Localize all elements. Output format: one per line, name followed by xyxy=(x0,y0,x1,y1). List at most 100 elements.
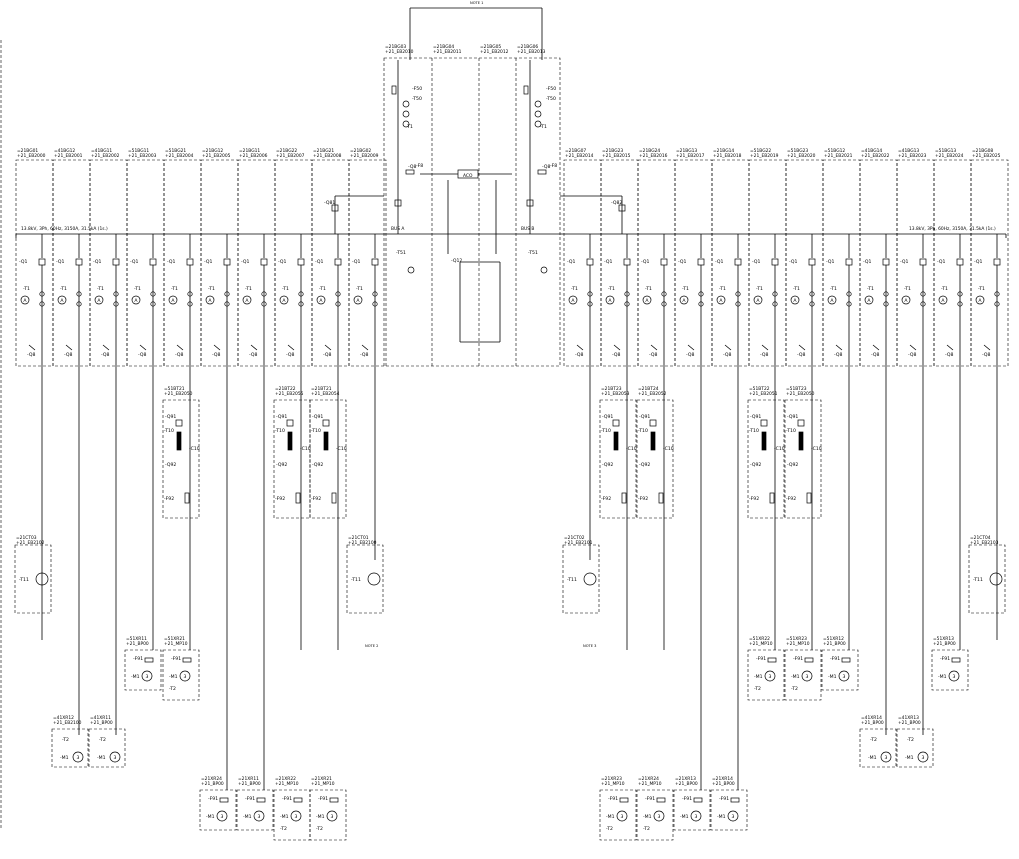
ammeter: A xyxy=(830,298,834,304)
device-q92: -Q92 xyxy=(276,462,287,468)
device-q8: -Q8 xyxy=(323,352,331,358)
transformer-location: +21_EB2102 xyxy=(16,540,45,546)
device-t1: -T1 xyxy=(756,286,763,292)
feeder-tag: =21BG23 xyxy=(602,148,623,154)
breaker-q1-symbol xyxy=(845,258,853,266)
ammeter: A xyxy=(682,298,686,304)
device-t2: -T2 xyxy=(62,737,69,743)
breaker-q1-symbol xyxy=(334,258,342,266)
feeder-location: +21_EB2023 xyxy=(898,153,927,159)
motor-tag: =51XR11 xyxy=(126,636,147,642)
feeder-location: +21_EB2020 xyxy=(787,153,816,159)
ammeter: A xyxy=(356,298,360,304)
motor-tag: =21XR14 xyxy=(712,776,733,782)
device-q1: -Q1 xyxy=(241,259,249,265)
motor-symbol: 3 xyxy=(77,755,80,761)
incomer-tag: =21BG05 xyxy=(480,44,501,50)
device-f91: -F91 xyxy=(208,796,218,802)
breaker-q1-symbol xyxy=(660,258,668,266)
device-t10: -T10 xyxy=(164,428,174,434)
device-t1: -T1 xyxy=(682,286,689,292)
device-t1: -T1 xyxy=(23,286,30,292)
device-q1: -Q1 xyxy=(130,259,138,265)
feeder-tag: =21BG24 xyxy=(639,148,660,154)
device-t1: -T1 xyxy=(319,286,326,292)
device-q1: -Q1 xyxy=(715,259,723,265)
motor-location: +21_BP00 xyxy=(126,641,149,647)
device-q8: -Q8 xyxy=(686,352,694,358)
motor-symbol: 3 xyxy=(258,814,261,820)
transformer-tag: =21CT04 xyxy=(970,535,991,541)
device-q1: -Q1 xyxy=(352,259,360,265)
starter-location: +21_EB2055 xyxy=(275,391,304,397)
bus-b-label: BUS B xyxy=(521,226,534,232)
ammeter: A xyxy=(978,298,982,304)
breaker-q1-symbol xyxy=(75,258,83,266)
device-q1: -Q1 xyxy=(56,259,64,265)
device-t1: -T1 xyxy=(608,286,615,292)
ammeter: A xyxy=(245,298,249,304)
feeder-tag: =41BG13 xyxy=(898,148,919,154)
feeder-location: +21_EB2021 xyxy=(824,153,853,159)
device-t2: -T2 xyxy=(316,826,323,832)
starter-location: +21_EB2051 xyxy=(749,391,778,397)
device-q1: -Q1 xyxy=(641,259,649,265)
device-c10: -C10 xyxy=(189,446,200,452)
breaker-q1-symbol xyxy=(771,258,779,266)
device-t1: -T1 xyxy=(978,286,985,292)
device-q8: -Q8 xyxy=(64,352,72,358)
device-t1: -T1 xyxy=(793,286,800,292)
device-f92: -F92 xyxy=(275,496,285,502)
motor-symbol: 3 xyxy=(146,674,149,680)
device-f91: -F91 xyxy=(608,796,618,802)
starter-tag: =21BT21 xyxy=(311,386,332,392)
device-q1: -Q1 xyxy=(604,259,612,265)
motor-symbol: 3 xyxy=(769,674,772,680)
transformer-location: +21_EB2103 xyxy=(970,540,999,546)
device-m1: -M1 xyxy=(754,674,763,680)
aco-label: ACO xyxy=(463,173,473,179)
device-f91: -F91 xyxy=(133,656,143,662)
starter-tag: =51BT22 xyxy=(749,386,770,392)
device-t50: -T50 xyxy=(546,96,556,102)
device-q1: -Q1 xyxy=(900,259,908,265)
motor-tag: =41XR12 xyxy=(53,715,74,721)
ammeter: A xyxy=(645,298,649,304)
device-f92: -F92 xyxy=(311,496,321,502)
device-m1: -M1 xyxy=(791,674,800,680)
ammeter: A xyxy=(608,298,612,304)
feeder-location: +21_EB2017 xyxy=(676,153,705,159)
incomer-tag: =21BG06 xyxy=(517,44,538,50)
device-q8: -Q8 xyxy=(834,352,842,358)
device-m1: -M1 xyxy=(131,674,140,680)
motor-tag: =41XR11 xyxy=(90,715,111,721)
breaker-q1-symbol xyxy=(297,258,305,266)
device-t10: -T10 xyxy=(601,428,611,434)
device-m1: -M1 xyxy=(280,814,289,820)
device-q8: -Q8 xyxy=(175,352,183,358)
feeder-location: +21_EB2016 xyxy=(639,153,668,159)
feeder-tag: =41BG12 xyxy=(54,148,75,154)
motor-tag: =21XR24 xyxy=(638,776,659,782)
device-t1: -T1 xyxy=(171,286,178,292)
feeder-tag: =21BG14 xyxy=(713,148,734,154)
motor-symbol: 3 xyxy=(621,814,624,820)
device-t1: -T1 xyxy=(867,286,874,292)
device-m1: -M1 xyxy=(316,814,325,820)
device-t1: -T1 xyxy=(134,286,141,292)
feeder-tag: =21BG12 xyxy=(202,148,223,154)
note-top: NOTE 1 xyxy=(470,1,483,5)
device-t10: -T10 xyxy=(749,428,759,434)
ammeter: A xyxy=(756,298,760,304)
device-t2: -T2 xyxy=(606,826,613,832)
device-q92: -Q92 xyxy=(312,462,323,468)
incomer-location: +21_EB2012 xyxy=(480,49,509,55)
motor-tag: =51XR22 xyxy=(749,636,770,642)
device-q1: -Q1 xyxy=(19,259,27,265)
breaker-q1-symbol xyxy=(38,258,46,266)
device-t2: -T2 xyxy=(754,686,761,692)
feeder-location: +21_EB2006 xyxy=(239,153,268,159)
device-t1: -T1 xyxy=(356,286,363,292)
feeder-location: +21_EB2005 xyxy=(202,153,231,159)
motor-location: +21_EB2100 xyxy=(53,720,82,726)
